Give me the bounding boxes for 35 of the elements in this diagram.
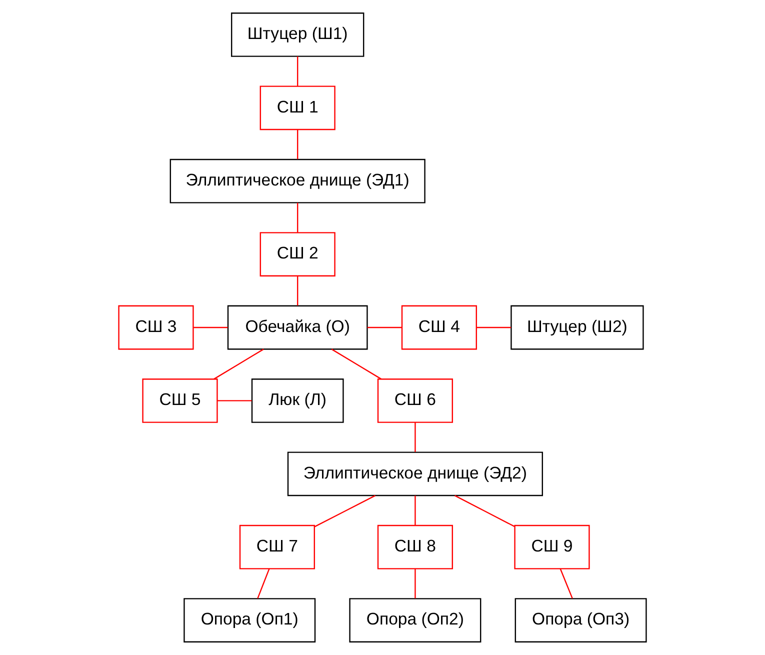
node-box: СШ 8 — [377, 524, 453, 570]
node-box: СШ 5 — [142, 378, 218, 423]
node-box: Штуцер (Ш1) — [231, 12, 364, 57]
connector — [297, 56, 298, 86]
connector — [476, 326, 511, 328]
connector — [297, 276, 298, 306]
connector — [414, 568, 416, 598]
node-box: Люк (Л) — [251, 378, 344, 423]
node-box: Эллиптическое днище (ЭД1) — [170, 158, 426, 204]
connector — [194, 326, 228, 328]
connector — [257, 568, 270, 599]
connector — [454, 495, 515, 527]
node-box: Опора (Оп1) — [184, 598, 316, 642]
node-box: Обечайка (О) — [227, 305, 368, 350]
connector — [214, 348, 264, 380]
connector — [314, 495, 376, 528]
node-box: СШ 6 — [377, 378, 453, 423]
node-box: СШ 3 — [118, 305, 194, 350]
node-box: СШ 1 — [260, 86, 336, 130]
connector — [367, 326, 402, 328]
node-box: Эллиптическое днище (ЭД2) — [287, 452, 543, 496]
connector — [414, 422, 416, 452]
node-box: СШ 9 — [514, 524, 590, 570]
connector — [331, 348, 382, 380]
connector — [414, 496, 416, 526]
connector — [560, 568, 573, 599]
node-box: СШ 4 — [401, 305, 477, 350]
node-box: СШ 7 — [239, 524, 315, 570]
node-box: Опора (Оп3) — [514, 598, 647, 642]
node-box: Опора (Оп2) — [349, 598, 482, 642]
connector — [297, 202, 298, 232]
node-box: СШ 2 — [260, 232, 336, 276]
connector — [297, 130, 298, 160]
connector — [217, 400, 252, 402]
node-box: Штуцер (Ш2) — [510, 305, 644, 350]
